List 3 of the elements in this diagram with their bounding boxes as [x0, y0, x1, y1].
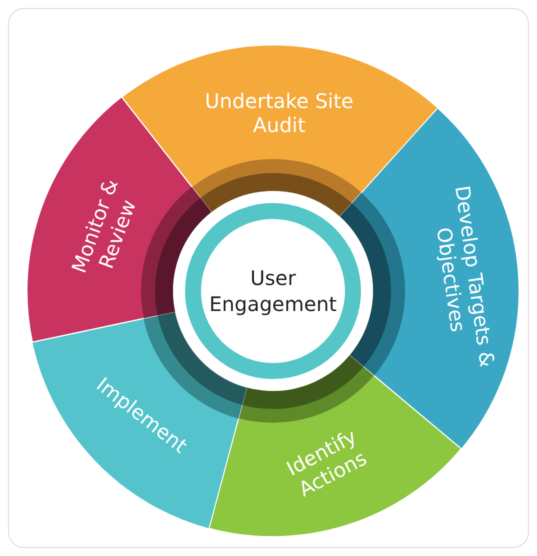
- segment-label: Undertake Site Audit: [204, 89, 354, 138]
- segment-label: Develop Targets & Objectives: [430, 182, 500, 370]
- center-label: User Engagement: [208, 265, 338, 317]
